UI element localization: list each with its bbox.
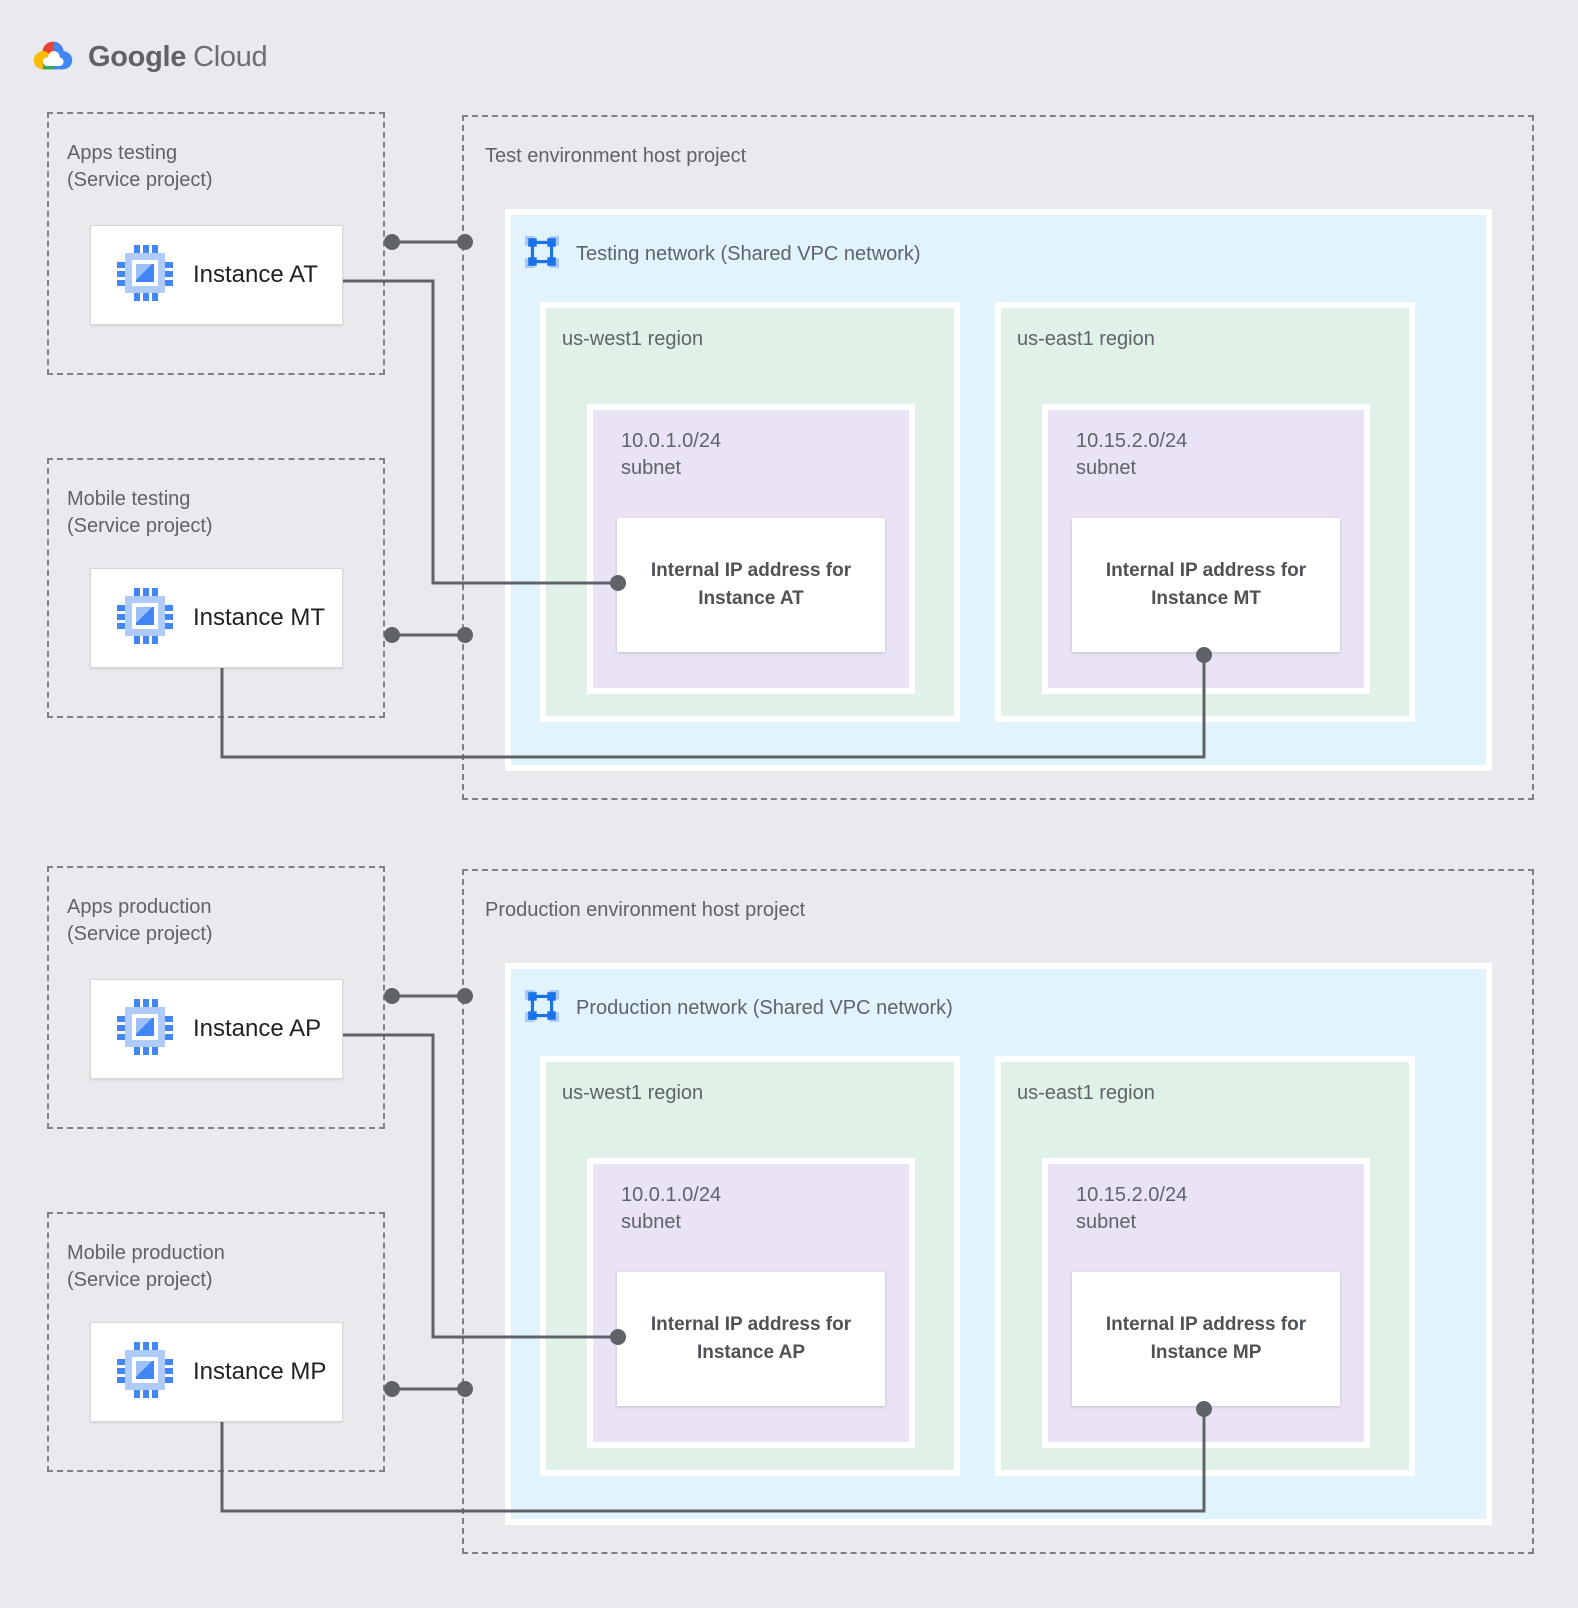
test-environment-section: Apps testing (Service project) Mobile te… (0, 112, 1578, 832)
vpc-network-icon (525, 235, 559, 274)
service-project-subtitle: (Service project) (67, 515, 213, 537)
service-project-title: Apps production (Service project) (67, 894, 213, 948)
service-project-name: Apps testing (67, 142, 178, 164)
region-box-us-west1: us-west1 region 10.0.1.0/24 subnet Inter… (540, 302, 960, 722)
internal-ip-line1: Internal IP address for (1105, 1314, 1307, 1336)
subnet-label: 10.15.2.0/24 subnet (1076, 428, 1187, 482)
subnet-box: 10.0.1.0/24 subnet Internal IP address f… (587, 404, 915, 694)
service-project-subtitle: (Service project) (67, 923, 213, 945)
instance-label: Instance MP (193, 1358, 327, 1385)
internal-ip-line1: Internal IP address for (1105, 560, 1307, 582)
host-project-title: Test environment host project (485, 145, 747, 167)
subnet-cidr: 10.0.1.0/24 (621, 1184, 722, 1206)
region-label: us-east1 region (1017, 1082, 1155, 1104)
service-project-subtitle: (Service project) (67, 1269, 213, 1291)
internal-ip-line2: Instance AT (698, 588, 804, 609)
instance-card-mt: Instance MT (90, 568, 343, 668)
service-project-title: Mobile production (Service project) (67, 1240, 225, 1294)
host-project-title: Production environment host project (485, 899, 806, 921)
subnet-box: 10.15.2.0/24 subnet Internal IP address … (1042, 404, 1370, 694)
internal-ip-line2: Instance AP (696, 1342, 806, 1363)
instance-card-mp: Instance MP (90, 1322, 343, 1422)
region-label: us-west1 region (562, 328, 704, 350)
service-project-box-mobile-testing: Mobile testing (Service project) (47, 458, 385, 718)
subnet-box: 10.15.2.0/24 subnet Internal IP address … (1042, 1158, 1370, 1448)
connector-dot (384, 1381, 400, 1397)
network-header: Testing network (Shared VPC network) (525, 235, 921, 274)
instance-label: Instance AT (193, 261, 318, 288)
subnet-cidr: 10.0.1.0/24 (621, 430, 722, 452)
network-header: Production network (Shared VPC network) (525, 989, 953, 1028)
service-project-name: Mobile production (67, 1242, 225, 1264)
service-project-name: Apps production (67, 896, 212, 918)
region-box-us-east1: us-east1 region 10.15.2.0/24 subnet Inte… (995, 302, 1415, 722)
region-box-us-west1: us-west1 region 10.0.1.0/24 subnet Inter… (540, 1056, 960, 1476)
compute-engine-icon (117, 998, 173, 1060)
instance-label: Instance AP (193, 1015, 322, 1042)
subnet-box: 10.0.1.0/24 subnet Internal IP address f… (587, 1158, 915, 1448)
vpc-network-icon (525, 989, 559, 1028)
internal-ip-card: Internal IP address for Instance MT (1072, 518, 1340, 652)
subnet-word: subnet (621, 457, 682, 479)
connector-dot (384, 988, 400, 1004)
subnet-word: subnet (621, 1211, 682, 1233)
network-label: Testing network (Shared VPC network) (576, 243, 921, 265)
internal-ip-line1: Internal IP address for (650, 1314, 852, 1336)
internal-ip-line2: Instance MT (1151, 588, 1261, 609)
subnet-word: subnet (1076, 457, 1137, 479)
subnet-label: 10.0.1.0/24 subnet (621, 1182, 721, 1236)
instance-label: Instance MT (193, 604, 326, 631)
service-project-title: Mobile testing (Service project) (67, 486, 213, 540)
subnet-cidr: 10.15.2.0/24 (1076, 1184, 1188, 1206)
internal-ip-card: Internal IP address for Instance AP (617, 1272, 885, 1406)
network-label: Production network (Shared VPC network) (576, 997, 953, 1019)
region-box-us-east1: us-east1 region 10.15.2.0/24 subnet Inte… (995, 1056, 1415, 1476)
subnet-word: subnet (1076, 1211, 1137, 1233)
subnet-label: 10.0.1.0/24 subnet (621, 428, 721, 482)
instance-card-ap: Instance AP (90, 979, 343, 1079)
service-project-subtitle: (Service project) (67, 169, 213, 191)
service-project-box-mobile-production: Mobile production (Service project) (47, 1212, 385, 1472)
google-cloud-logo (30, 36, 76, 79)
instance-card-at: Instance AT (90, 225, 343, 325)
compute-engine-icon (117, 587, 173, 649)
internal-ip-line1: Internal IP address for (650, 560, 852, 582)
subnet-label: 10.15.2.0/24 subnet (1076, 1182, 1187, 1236)
compute-engine-icon (117, 1341, 173, 1403)
region-label: us-east1 region (1017, 328, 1155, 350)
subnet-cidr: 10.15.2.0/24 (1076, 430, 1188, 452)
host-project-box-test: Test environment host project Testing ne… (462, 115, 1534, 800)
connector-dot (384, 234, 400, 250)
region-label: us-west1 region (562, 1082, 704, 1104)
host-project-box-production: Production environment host project Prod… (462, 869, 1534, 1554)
connector-dot (384, 627, 400, 643)
internal-ip-line2: Instance MP (1150, 1342, 1262, 1363)
compute-engine-icon (117, 244, 173, 306)
internal-ip-card: Internal IP address for Instance AT (617, 518, 885, 652)
shared-vpc-network-box: Testing network (Shared VPC network) us-… (505, 209, 1492, 771)
internal-ip-card: Internal IP address for Instance MP (1072, 1272, 1340, 1406)
service-project-title: Apps testing (Service project) (67, 140, 213, 194)
production-environment-section: Apps production (Service project) Mobile… (0, 866, 1578, 1586)
service-project-name: Mobile testing (67, 488, 191, 510)
shared-vpc-network-box: Production network (Shared VPC network) … (505, 963, 1492, 1525)
